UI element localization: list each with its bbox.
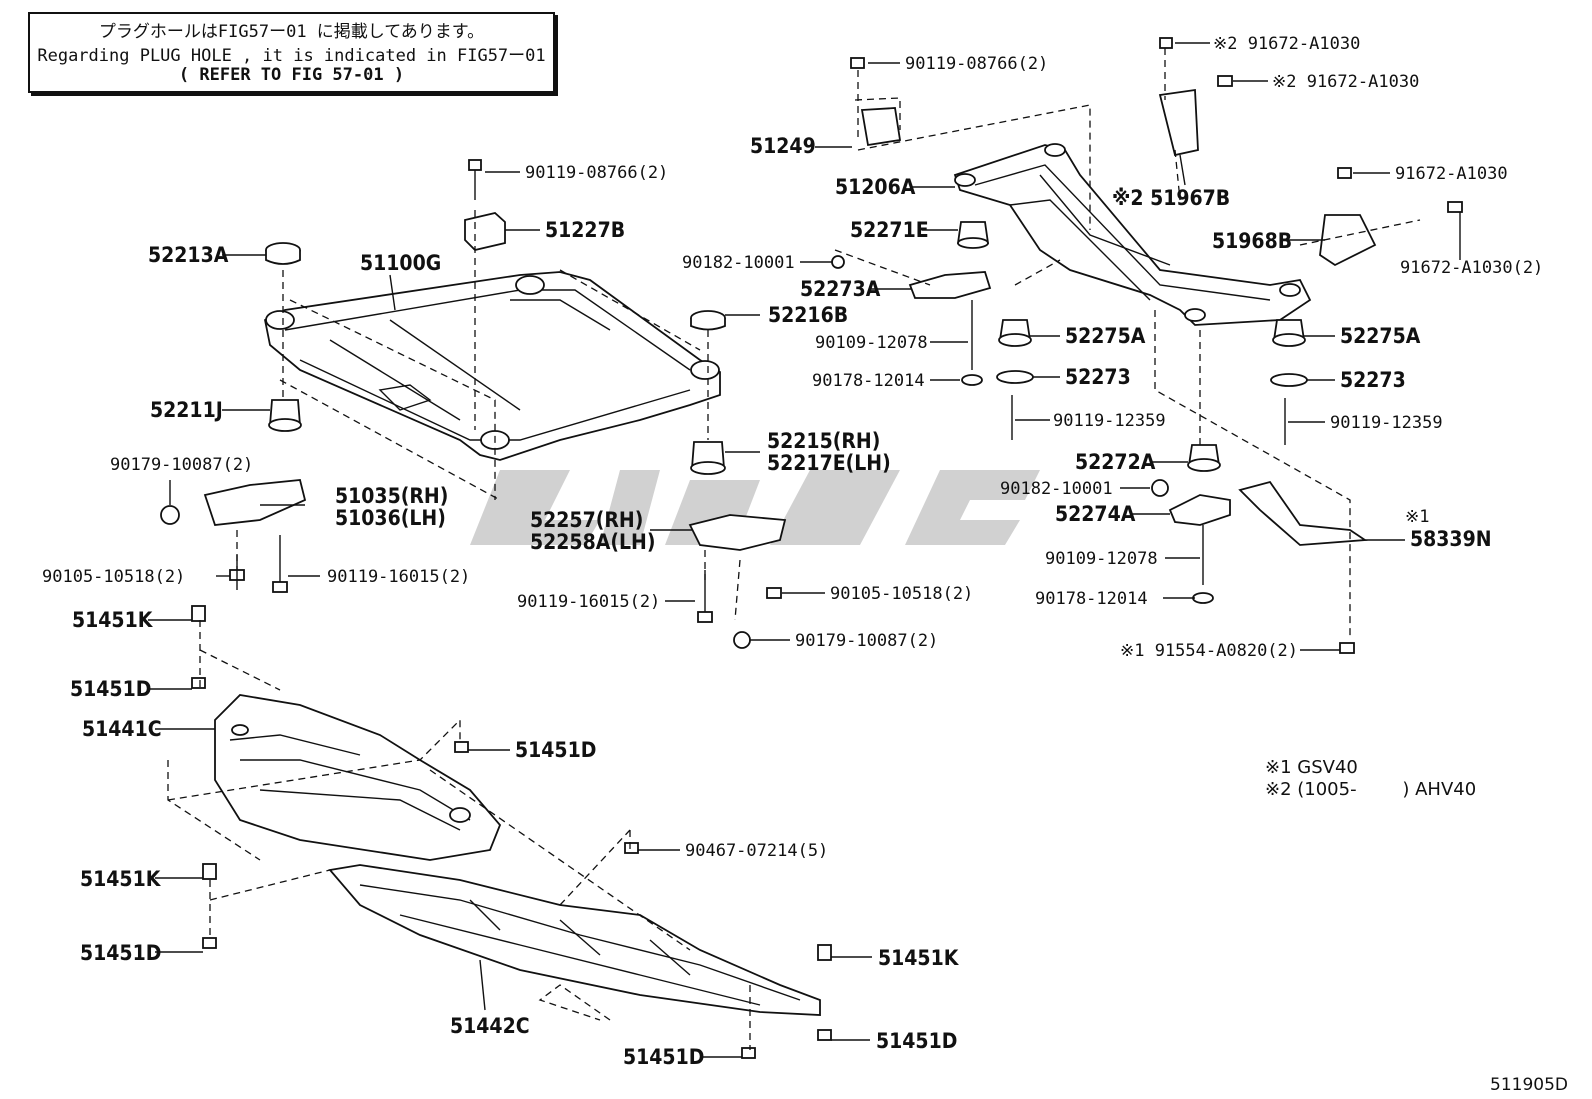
legend-line-1: ※1 GSV40: [1265, 757, 1358, 778]
label-58339n: 58339N: [1410, 527, 1492, 551]
label-51451d-2: 51451D: [515, 738, 596, 762]
figure-reference-code: 511905D: [1490, 1075, 1568, 1095]
label-90119-12359-right: 90119-12359: [1330, 413, 1443, 433]
engine-under-cover-front: [214, 694, 502, 861]
label-52275a-left: 52275A: [1065, 324, 1146, 348]
label-90119-12359-left: 90119-12359: [1053, 411, 1166, 431]
label-52272a: 52272A: [1075, 450, 1156, 474]
label-51451d-5: 51451D: [876, 1029, 957, 1053]
front-suspension-crossmember: [263, 271, 721, 461]
label-90179-10087-center: 90179-10087(2): [795, 631, 938, 651]
label-51451k-2: 51451K: [80, 867, 162, 891]
label-52273-right: 52273: [1340, 368, 1406, 392]
label-51451k-1: 51451K: [72, 608, 154, 632]
label-90105-10518-center: 90105-10518(2): [830, 584, 973, 604]
part-number-labels: 90119-08766(2) 51249 ※2 91672-A1030 ※2 9…: [42, 34, 1543, 1069]
label-90119-08766-lower: 90119-08766(2): [525, 163, 668, 183]
label-52274a: 52274A: [1055, 502, 1136, 526]
label-52273-left: 52273: [1065, 365, 1131, 389]
label-51035-rh: 51035(RH): [335, 484, 448, 508]
label-91672-a1030-top: ※2 91672-A1030: [1213, 34, 1360, 54]
label-90109-12078-lower: 90109-12078: [1045, 549, 1158, 569]
label-51451d-4: 51451D: [623, 1045, 704, 1069]
label-58339n-mark: ※1: [1405, 507, 1429, 527]
model-legend: ※1 GSV40 ※2 (1005- ) AHV40: [1265, 757, 1476, 800]
label-52271e: 52271E: [850, 218, 929, 242]
label-52275a-right: 52275A: [1340, 324, 1421, 348]
note-line-japanese: プラグホールはFIG57ー01 に掲載してあります。: [98, 22, 485, 42]
label-90182-10001-upper: 90182-10001: [682, 253, 795, 273]
plug-hole-note-box: プラグホールはFIG57ー01 に掲載してあります。 Regarding PLU…: [28, 12, 555, 93]
label-51441c: 51441C: [82, 717, 162, 741]
label-90119-16015-center: 90119-16015(2): [517, 592, 660, 612]
label-91672-a1030-2: 91672-A1030(2): [1400, 258, 1543, 278]
label-52217e-lh: 52217E(LH): [767, 451, 891, 475]
label-90182-10001-lower: 90182-10001: [1000, 479, 1113, 499]
label-90178-12014-lower: 90178-12014: [1035, 589, 1148, 609]
label-91672-a1030-right: 91672-A1030: [1395, 164, 1508, 184]
label-52257-rh: 52257(RH): [530, 508, 643, 532]
label-51967b: ※2 51967B: [1112, 186, 1230, 210]
label-90179-10087-left: 90179-10087(2): [110, 455, 253, 475]
leader-lines: [148, 42, 1461, 1058]
label-91554-a0820: ※1 91554-A0820(2): [1120, 641, 1298, 661]
label-90119-16015-left: 90119-16015(2): [327, 567, 470, 587]
label-52216b: 52216B: [768, 303, 848, 327]
label-90467-07214: 90467-07214(5): [685, 841, 828, 861]
label-90105-10518-left: 90105-10518(2): [42, 567, 185, 587]
label-52258a-lh: 52258A(LH): [530, 530, 655, 554]
label-51451d-3: 51451D: [80, 941, 161, 965]
small-parts: [160, 37, 1463, 1059]
label-51451d-1: 51451D: [70, 677, 151, 701]
dashed-guide-lines: [167, 48, 1421, 1050]
label-91672-a1030-mid: ※2 91672-A1030: [1272, 72, 1419, 92]
label-51036-lh: 51036(LH): [335, 506, 446, 530]
label-51451k-3: 51451K: [878, 946, 960, 970]
engine-under-cover-rear: [328, 864, 821, 1016]
label-52273a: 52273A: [800, 277, 881, 301]
label-90109-12078-upper: 90109-12078: [815, 333, 928, 353]
label-51442c: 51442C: [450, 1014, 530, 1038]
label-51100g: 51100G: [360, 251, 441, 275]
label-52213a: 52213A: [148, 243, 229, 267]
label-90119-08766-upper: 90119-08766(2): [905, 54, 1048, 74]
label-51968b: 51968B: [1212, 229, 1292, 253]
label-51206a: 51206A: [835, 175, 916, 199]
note-line-refer: ( REFER TO FIG 57-01 ): [178, 65, 405, 85]
label-52211j: 52211J: [150, 398, 223, 422]
legend-line-2: ※2 (1005- ) AHV40: [1265, 779, 1476, 800]
label-90178-12014-upper: 90178-12014: [812, 371, 925, 391]
note-line-english: Regarding PLUG HOLE , it is indicated in…: [37, 46, 546, 66]
label-51249: 51249: [750, 134, 816, 158]
label-52215-rh: 52215(RH): [767, 429, 880, 453]
label-51227b: 51227B: [545, 218, 625, 242]
